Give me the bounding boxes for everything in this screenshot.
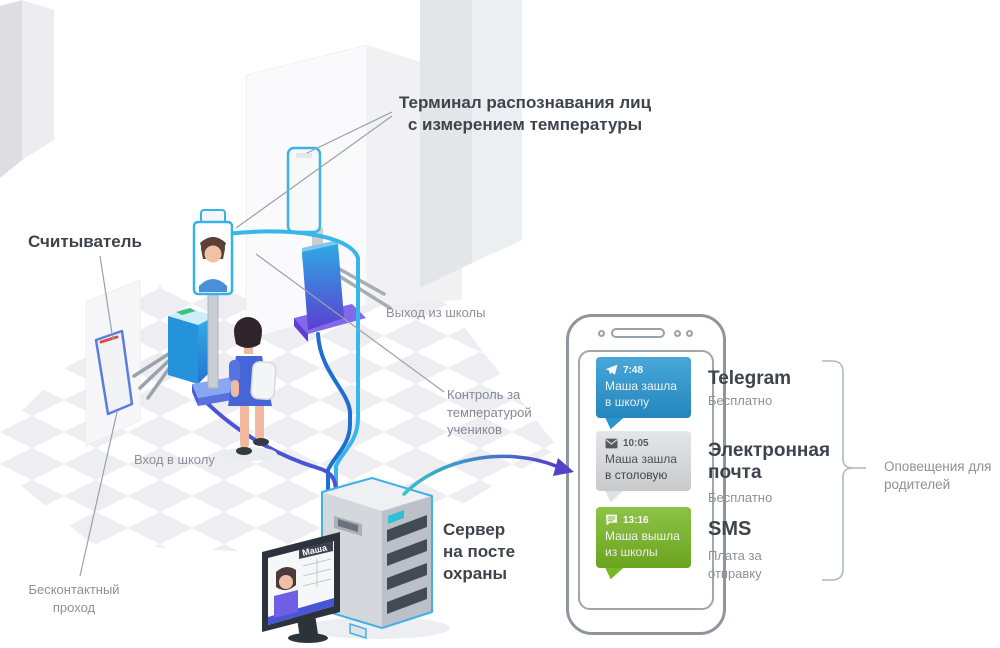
wall-left-corner: [0, 0, 54, 178]
exit-terminal-slot: [296, 153, 312, 158]
reader-device: [94, 329, 134, 416]
phone-sensor-icon: [674, 330, 681, 337]
channel-email-fee: Бесплатно: [708, 490, 773, 505]
flow-arrow: [402, 454, 574, 496]
phone-camera-icon: [598, 330, 605, 337]
phone-sensor-icon: [686, 330, 693, 337]
wall-right: [420, 0, 522, 288]
face-terminal-camera: [200, 209, 226, 226]
entrance-label: Вход в школу: [134, 452, 215, 467]
phone-screen: [578, 350, 714, 610]
sms-notification[interactable]: 13:16 Маша вышла из школы: [596, 507, 691, 580]
channel-sms-label: SMS: [708, 518, 752, 540]
notification-time: 13:16: [623, 514, 649, 526]
server-tower: [306, 477, 450, 640]
email-notification[interactable]: 10:05 Маша зашла в столовую: [596, 431, 691, 503]
channel-telegram-label: Telegram: [708, 368, 792, 389]
sms-bubble-icon: [605, 514, 618, 526]
parents-notifications-label: Оповещения для родителей: [884, 459, 992, 493]
notification-message: Маша зашла в столовую: [605, 452, 677, 482]
phone-speaker-icon: [611, 328, 665, 338]
wall-center: [245, 44, 462, 341]
channel-email-label: Электронная почта: [708, 440, 831, 483]
data-cables: [202, 229, 360, 494]
leader-lines: [79, 111, 445, 577]
reader-label: Считыватель: [28, 232, 142, 251]
telegram-plane-icon: [605, 364, 618, 376]
contactless-label: Бесконтактный проход: [28, 582, 120, 615]
notification-time: 10:05: [623, 438, 649, 449]
channel-sms-fee: Плата за отправку: [708, 548, 762, 581]
exit-label: Выход из школы: [386, 305, 486, 320]
server-label: Сервер на посте охраны: [443, 520, 516, 584]
notification-time: 7:48: [623, 364, 644, 376]
turnstile-exit: [294, 228, 392, 342]
notification-message: Маша зашла в школу: [605, 379, 677, 409]
backpack: [250, 360, 277, 401]
wall-reader: [85, 279, 141, 447]
face-terminal-screen: [192, 220, 234, 296]
turnstile-entrance: [132, 308, 216, 400]
exit-terminal-screen: [286, 146, 322, 234]
notification-message: Маша вышла из школы: [605, 529, 680, 559]
entrance-terminal: [192, 209, 238, 406]
temperature-control-label: Контроль за температурой учеников: [447, 387, 532, 438]
student-girl: [223, 317, 277, 461]
terminal-title: Терминал распознавания лиц с измерением …: [398, 93, 652, 135]
channel-telegram-fee: Бесплатно: [708, 393, 773, 408]
security-monitor: Маша: [262, 532, 340, 643]
envelope-icon: [605, 438, 618, 449]
telegram-notification[interactable]: 7:48 Маша зашла в школу: [596, 357, 691, 430]
monitor-name-label: Маша: [301, 542, 329, 558]
